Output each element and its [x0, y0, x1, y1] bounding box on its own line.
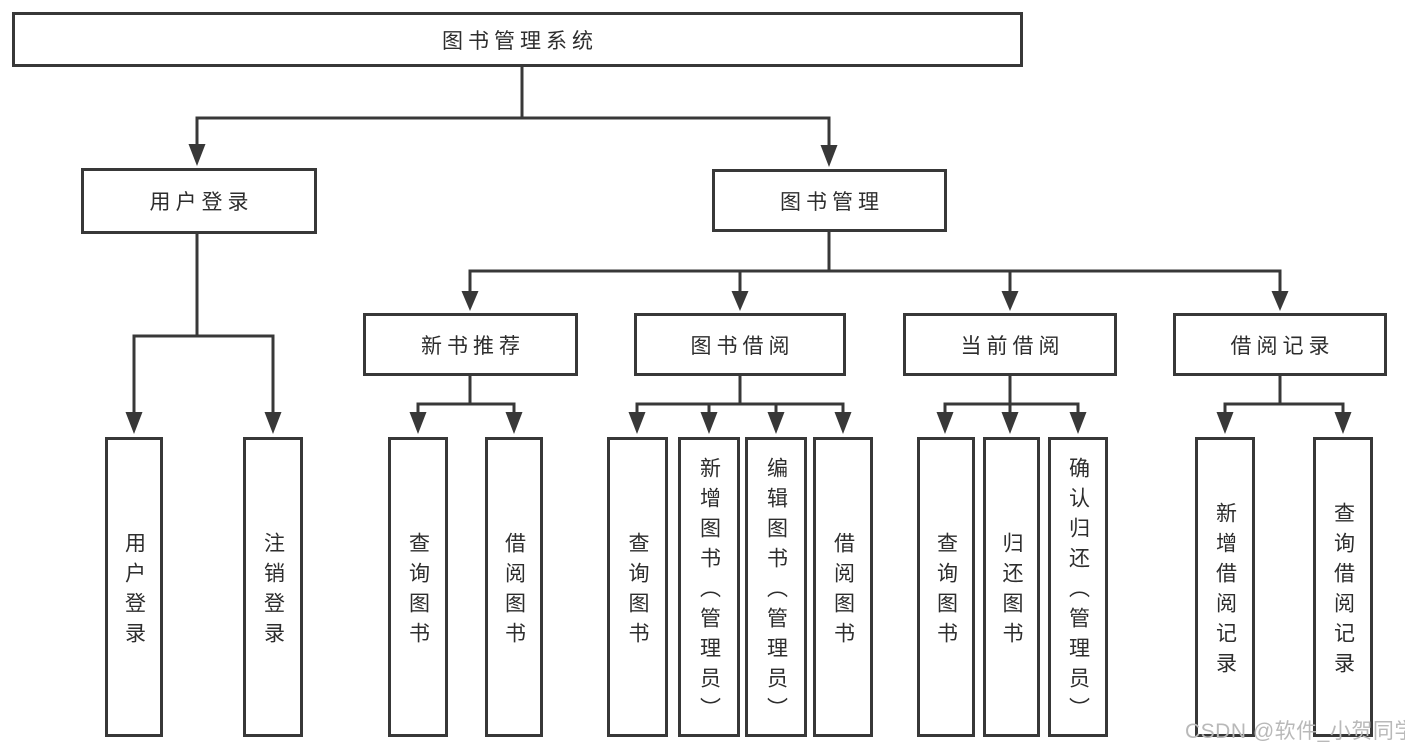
node-book-borrow: 图书借阅 [634, 313, 846, 376]
leaf-logout: 注销登录 [243, 437, 303, 737]
connector-borrow-records-to-leaves [1216, 374, 1352, 434]
leaf-edit-book-admin: 编辑图书（管理员） [745, 437, 807, 737]
leaf-add-book-admin-label: 新增图书（管理员） [697, 456, 721, 727]
connector-root-to-level2 [188, 65, 838, 167]
node-new-book-rec-label: 新书推荐 [421, 334, 525, 358]
connector-current-borrow-to-leaves [936, 374, 1087, 434]
arrowhead-icon [409, 412, 427, 434]
connector-new-book-to-leaves [409, 374, 523, 434]
arrowhead-icon [1334, 412, 1352, 434]
node-user-login-label: 用户登录 [149, 191, 254, 214]
leaf-borrow-books-2-label: 借阅图书 [831, 531, 855, 652]
leaf-borrow-books-2: 借阅图书 [813, 437, 873, 737]
leaf-user-login-label: 用户登录 [122, 531, 146, 652]
leaf-logout-label: 注销登录 [261, 531, 285, 652]
arrowhead-icon [505, 412, 523, 434]
leaf-query-borrow-record-label: 查询借阅记录 [1331, 501, 1355, 682]
arrowhead-icon [1001, 412, 1019, 434]
leaf-query-books-2: 查询图书 [607, 437, 668, 737]
arrowhead-icon [1271, 291, 1289, 311]
leaf-add-borrow-record-label: 新增借阅记录 [1213, 501, 1237, 682]
leaf-query-books-2-label: 查询图书 [626, 531, 649, 652]
arrowhead-icon [731, 291, 749, 311]
arrowhead-icon [1216, 412, 1234, 434]
arrowhead-icon [1069, 412, 1087, 434]
leaf-add-book-admin: 新增图书（管理员） [678, 437, 740, 737]
leaf-borrow-books-1-label: 借阅图书 [502, 531, 526, 652]
node-root-label: 图书管理系统 [442, 29, 598, 53]
node-user-login: 用户登录 [81, 168, 317, 234]
arrowhead-icon [700, 412, 718, 434]
leaf-user-login: 用户登录 [105, 437, 163, 737]
leaf-edit-book-admin-label: 编辑图书（管理员） [764, 456, 788, 727]
node-borrow-records-label: 借阅记录 [1230, 334, 1335, 358]
leaf-query-books-1: 查询图书 [388, 437, 448, 737]
leaf-borrow-books-1: 借阅图书 [485, 437, 543, 737]
node-book-mgmt-label: 图书管理 [780, 190, 884, 214]
leaf-add-borrow-record: 新增借阅记录 [1195, 437, 1255, 737]
node-book-borrow-label: 图书借阅 [690, 334, 795, 358]
csdn-watermark: CSDN @软件_小贺同学 [1185, 720, 1405, 743]
leaf-query-books-3: 查询图书 [917, 437, 975, 737]
arrowhead-icon [1001, 291, 1019, 311]
connector-user-login-to-leaves [125, 232, 282, 434]
node-borrow-records: 借阅记录 [1173, 313, 1387, 376]
leaf-query-borrow-record: 查询借阅记录 [1313, 437, 1373, 737]
node-new-book-rec: 新书推荐 [363, 313, 578, 376]
arrowhead-icon [628, 412, 646, 434]
node-book-mgmt: 图书管理 [712, 169, 947, 232]
leaf-confirm-return-admin: 确认归还（管理员） [1048, 437, 1108, 737]
arrowhead-icon [936, 412, 954, 434]
node-current-borrow: 当前借阅 [903, 313, 1117, 376]
node-current-borrow-label: 当前借阅 [960, 334, 1065, 358]
arrowhead-icon [264, 412, 282, 434]
leaf-query-books-3-label: 查询图书 [934, 531, 958, 652]
leaf-return-books: 归还图书 [983, 437, 1040, 737]
arrowhead-icon [125, 412, 143, 434]
arrowhead-icon [188, 144, 206, 166]
leaf-query-books-1-label: 查询图书 [406, 531, 430, 652]
arrowhead-icon [834, 412, 852, 434]
arrowhead-icon [767, 412, 785, 434]
node-root: 图书管理系统 [12, 12, 1023, 67]
arrowhead-icon [461, 291, 479, 311]
arrowhead-icon [820, 145, 838, 167]
connector-book-borrow-to-leaves [628, 374, 852, 434]
connector-book-mgmt-to-level3 [461, 230, 1289, 311]
leaf-confirm-return-admin-label: 确认归还（管理员） [1066, 456, 1090, 727]
leaf-return-books-label: 归还图书 [1000, 531, 1023, 652]
